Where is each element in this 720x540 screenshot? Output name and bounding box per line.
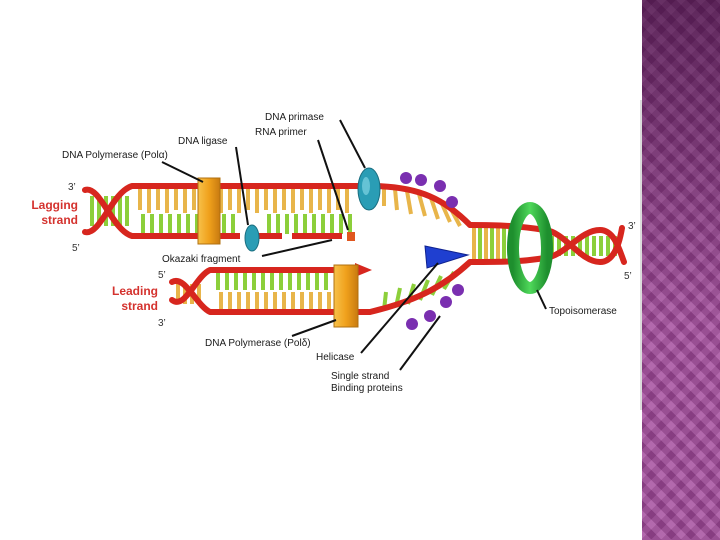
label-pol-delta: DNA Polymerase (Polδ) [205, 338, 311, 349]
label-lagging-line2: strand [41, 213, 78, 227]
label-leading-line2: strand [121, 299, 158, 313]
fork-lower-arm [367, 259, 473, 315]
end-leading-top: 5’ [158, 270, 166, 281]
dna-primase-highlight [362, 177, 370, 195]
dna-polymerase-alpha [197, 177, 221, 245]
label-leading-strand: Leading strand [98, 284, 158, 314]
pointer-ssb [399, 315, 441, 371]
label-ssb-line2: Binding proteins [331, 383, 403, 394]
ssb-protein [440, 296, 452, 308]
label-ssb-line1: Single strand [331, 371, 390, 382]
label-topoisomerase: Topoisomerase [549, 306, 617, 317]
dna-ligase [244, 224, 260, 252]
ssb-protein [434, 180, 446, 192]
pointer-dna-ligase [235, 146, 249, 226]
pointer-helicase [360, 262, 439, 354]
label-rna-primer: RNA primer [255, 127, 307, 138]
topoisomerase [507, 202, 553, 294]
pointer-topoisomerase [536, 289, 547, 310]
leading-helix-twist-b [169, 267, 213, 305]
label-leading-line1: Leading [111, 284, 158, 298]
base-pair-rung [405, 190, 413, 215]
decorative-side-band [642, 0, 720, 540]
label-ssb: Single strand Binding proteins [331, 371, 403, 395]
ssb-protein [406, 318, 418, 330]
label-dna-primase: DNA primase [265, 112, 324, 123]
rna-primer-block [347, 232, 355, 241]
label-lagging-strand: Lagging strand [20, 198, 78, 228]
end-lagging-bottom: 5’ [72, 243, 80, 254]
pointer-dna-primase [339, 119, 366, 169]
base-pair-rung [440, 203, 452, 223]
base-pair-rung [417, 193, 427, 217]
ssb-protein [415, 174, 427, 186]
pointer-rna-primer [317, 139, 349, 231]
label-okazaki-fragment: Okazaki fragment [162, 254, 241, 265]
side-band-edge [640, 100, 642, 410]
pointer-pol-alpha [161, 161, 204, 183]
end-leading-bottom: 3’ [158, 318, 166, 329]
fork-upper-arm [367, 183, 473, 228]
label-pol-alpha: DNA Polymerase (Polα) [62, 150, 168, 161]
helicase [424, 245, 470, 269]
base-pair-rung [393, 188, 399, 211]
label-dna-ligase: DNA ligase [178, 136, 228, 147]
lagging-helix-twist-b [82, 183, 135, 236]
base-pair-rung [429, 197, 440, 220]
label-helicase: Helicase [316, 352, 355, 363]
ssb-protein [446, 196, 458, 208]
pointer-okazaki [261, 239, 333, 257]
end-right-bottom: 5’ [624, 271, 632, 282]
end-lagging-top: 3’ [68, 182, 76, 193]
ssb-protein [424, 310, 436, 322]
label-lagging-line1: Lagging [31, 198, 78, 212]
pointer-lines [161, 119, 547, 371]
dna-replication-diagram [82, 119, 627, 371]
ssb-protein [400, 172, 412, 184]
pointer-pol-delta [291, 319, 337, 337]
dna-polymerase-delta [333, 264, 359, 328]
single-strand-binding-proteins [400, 172, 464, 330]
end-right-top: 3’ [628, 221, 636, 232]
leading-strand-arrowhead [355, 263, 372, 277]
ssb-protein [452, 284, 464, 296]
